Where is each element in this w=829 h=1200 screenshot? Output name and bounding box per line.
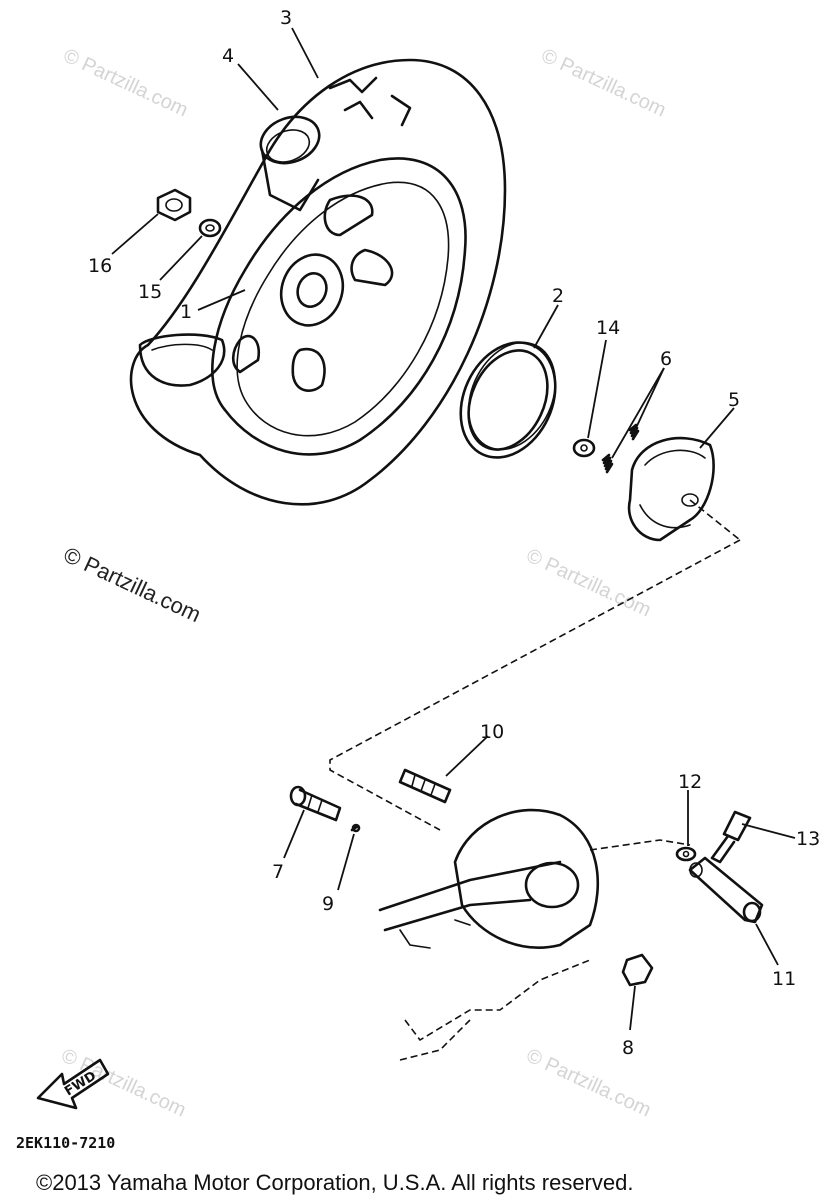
watermark-text: © Partzilla.com — [538, 45, 669, 122]
callout-6: 6 — [660, 348, 672, 370]
part-16-nut — [156, 188, 192, 222]
callout-1: 1 — [180, 301, 192, 323]
part-2-ring — [459, 341, 557, 459]
part-7-camshaft — [289, 785, 342, 822]
callout-14: 14 — [596, 317, 620, 339]
diagram-code: 2EK110-7210 — [16, 1134, 115, 1152]
part-12-washer — [675, 846, 697, 862]
part-9-pin — [350, 823, 361, 833]
callout-labels: 1 2 3 4 5 6 7 8 9 10 11 12 13 14 15 16 — [88, 7, 820, 1059]
callout-13: 13 — [796, 828, 820, 850]
copyright-footer: ©2013 Yamaha Motor Corporation, U.S.A. A… — [36, 1170, 633, 1195]
part-5-brake-shoes — [627, 436, 715, 542]
callout-2: 2 — [552, 285, 564, 307]
callout-10: 10 — [480, 721, 504, 743]
callout-9: 9 — [322, 893, 334, 915]
part-11-cam-lever — [688, 856, 764, 924]
part-14-washer — [572, 438, 596, 458]
watermark-text: © Partzilla.com — [523, 545, 654, 622]
part-10-bolt — [398, 768, 452, 804]
watermark-layer: © Partzilla.com © Partzilla.com © Partzi… — [58, 45, 669, 1122]
wheel-assembly — [129, 58, 507, 506]
callout-15: 15 — [138, 281, 162, 303]
part-15-washer — [198, 218, 222, 238]
watermark-text-main: © Partzilla.com — [60, 542, 205, 627]
callout-12: 12 — [678, 771, 702, 793]
callout-16: 16 — [88, 255, 112, 277]
part-6-springs — [601, 423, 640, 474]
callout-4: 4 — [222, 45, 234, 67]
watermark-text: © Partzilla.com — [523, 1045, 654, 1122]
callout-11: 11 — [772, 968, 796, 990]
callout-5: 5 — [728, 389, 740, 411]
assembly-line — [329, 499, 741, 831]
callout-8: 8 — [622, 1037, 634, 1059]
brake-plate — [378, 808, 691, 1061]
leader-lines — [111, 27, 796, 1031]
part-8-nut — [621, 953, 654, 987]
part-13-bolt — [710, 810, 752, 864]
callout-3: 3 — [280, 7, 292, 29]
watermark-text: © Partzilla.com — [60, 45, 191, 122]
callout-7: 7 — [272, 861, 284, 883]
